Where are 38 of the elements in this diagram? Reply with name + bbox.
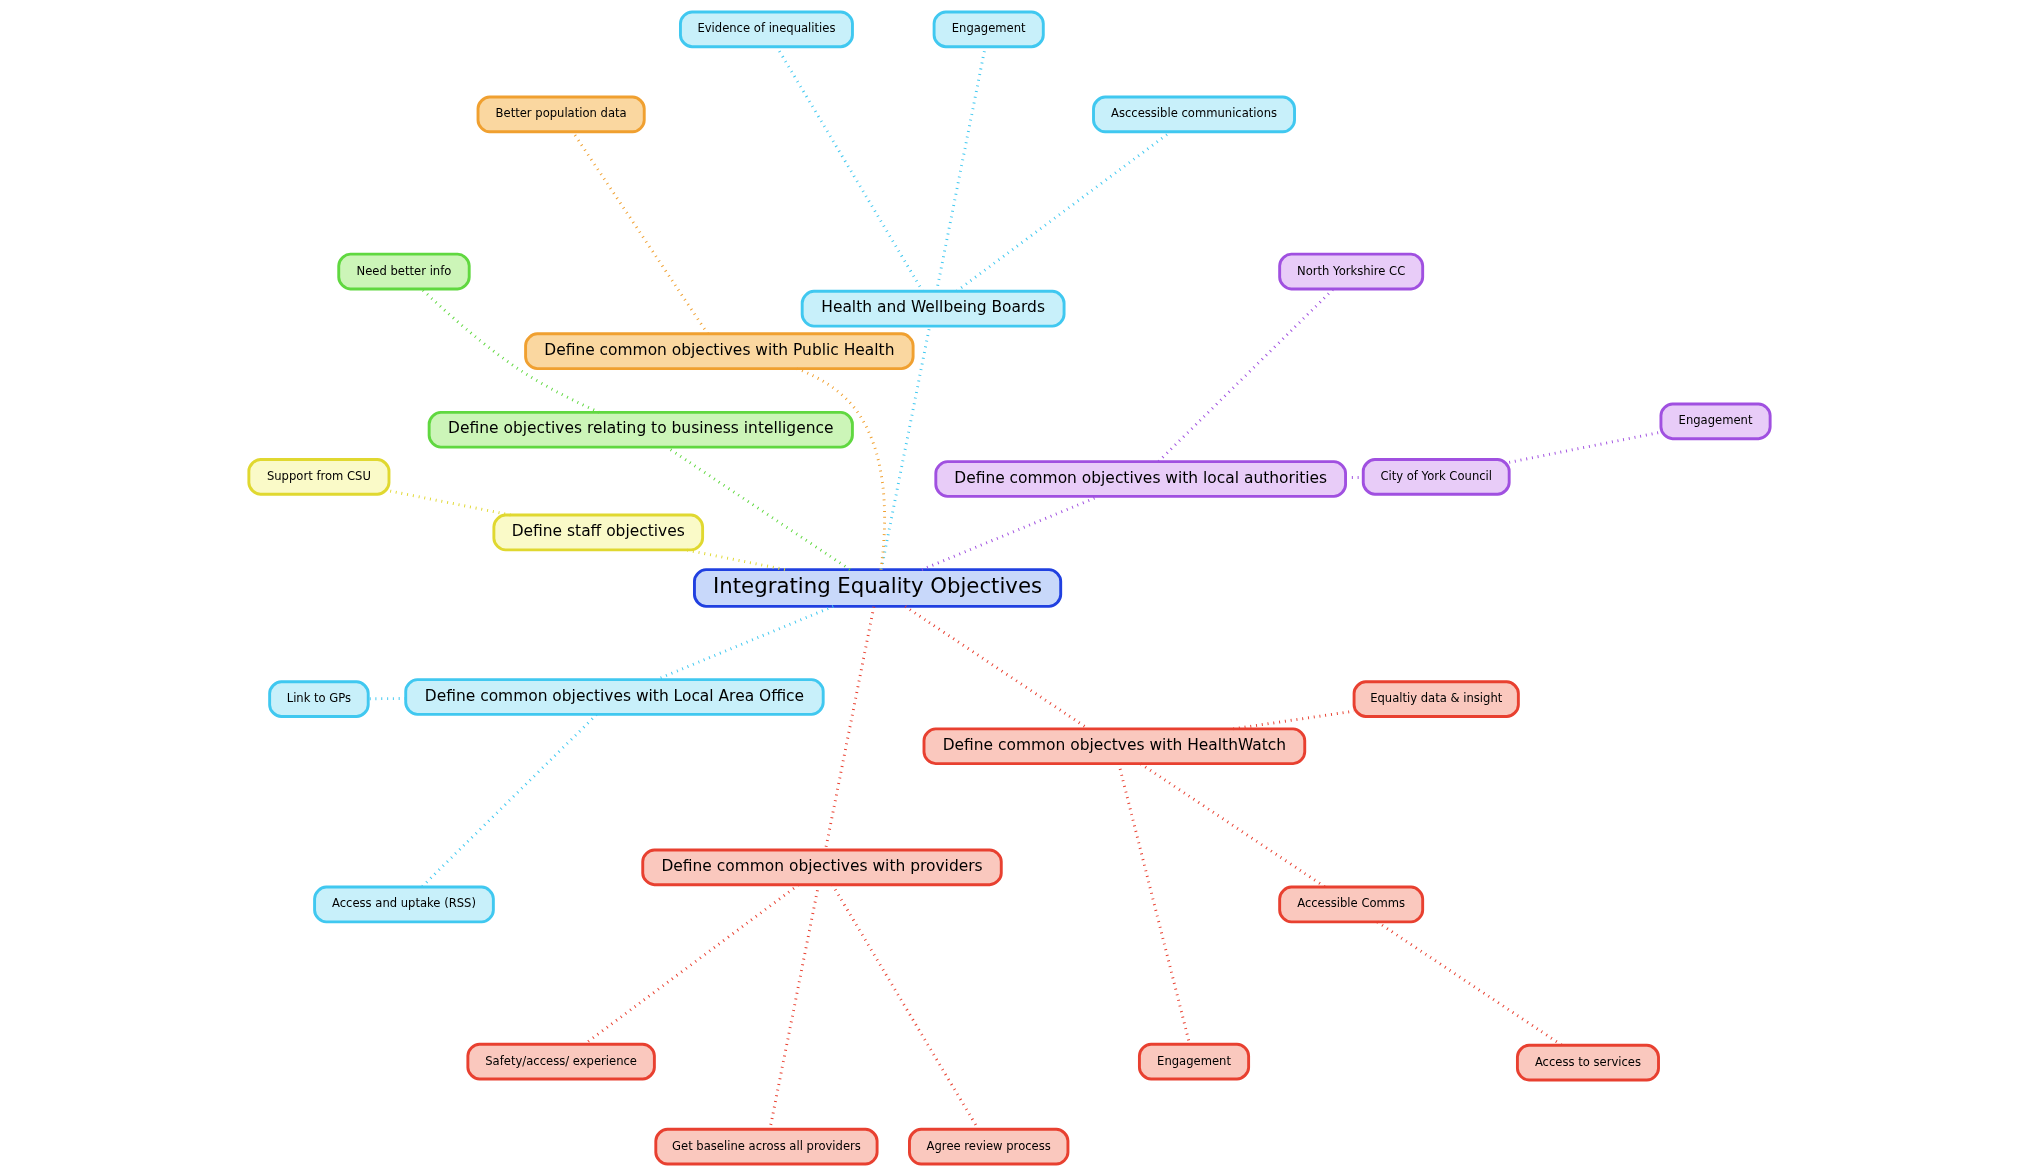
connector xyxy=(1376,920,1563,1047)
connector xyxy=(685,548,786,571)
node-box: Need better info xyxy=(337,252,471,291)
connector xyxy=(824,606,876,850)
node-box: Evidence of inequalities xyxy=(679,10,854,49)
node-box: Define objectives relating to business intelligence xyxy=(427,410,854,449)
node-box: Integrating Equality Objectives xyxy=(693,568,1063,608)
connector xyxy=(389,489,511,517)
node-box: Link to GPs xyxy=(268,680,370,718)
node-box: Health and Wellbeing Boards xyxy=(800,289,1066,328)
connector xyxy=(1139,762,1326,889)
node-box: Equaltiy data & insight xyxy=(1352,680,1520,718)
node-box: Agree review process xyxy=(908,1127,1070,1166)
node-box: Define common objectives with local authorities xyxy=(934,460,1347,498)
node-box: Safety/access/ experience xyxy=(466,1042,656,1081)
node-box: Define common objectves with HealthWatch xyxy=(922,727,1307,766)
node-box: Engagement xyxy=(1137,1042,1251,1081)
node-box: North Yorkshire CC xyxy=(1278,252,1425,291)
node-box: Define common objectives with providers xyxy=(641,848,1003,887)
node-box: Define staff objectives xyxy=(492,513,705,552)
node-box: Engagement xyxy=(932,10,1045,49)
node-box: Accessible Comms xyxy=(1278,885,1425,924)
node-box: Better population data xyxy=(476,95,646,134)
connector xyxy=(796,367,886,570)
connector xyxy=(1508,430,1661,464)
connector xyxy=(420,287,600,414)
node-box: Asccessible communications xyxy=(1092,95,1296,134)
node-box: City of York Council xyxy=(1361,458,1511,496)
node-box: Engagement xyxy=(1659,402,1772,441)
node-box: Access and uptake (RSS) xyxy=(313,885,495,924)
node-box: Access to services xyxy=(1515,1043,1660,1082)
connector xyxy=(879,326,932,570)
node-box: Define common objectives with Local Area Office xyxy=(404,678,825,716)
node-box: Get baseline across all providers xyxy=(654,1127,879,1166)
node-box: Support from CSU xyxy=(247,458,391,496)
connector xyxy=(420,713,598,888)
connector xyxy=(1157,288,1335,463)
node-box: Define common objectives with Public Health xyxy=(524,332,915,371)
